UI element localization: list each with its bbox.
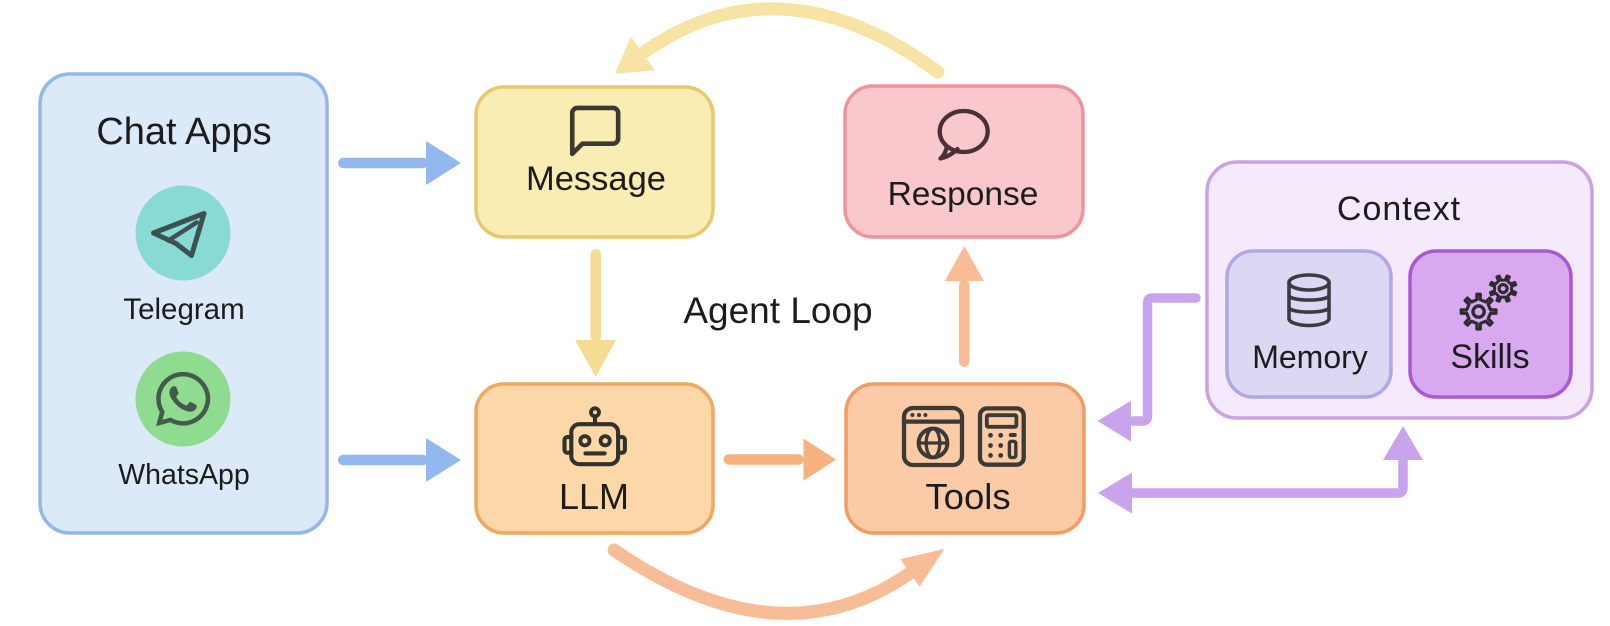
svg-text:Message: Message	[526, 160, 666, 198]
svg-text:Telegram: Telegram	[123, 293, 244, 326]
svg-text:Chat Apps: Chat Apps	[96, 111, 271, 153]
svg-text:Context: Context	[1337, 190, 1461, 228]
svg-text:Response: Response	[888, 176, 1039, 213]
svg-text:Skills: Skills	[1450, 338, 1529, 376]
svg-text:Memory: Memory	[1252, 339, 1368, 375]
svg-text:Agent Loop: Agent Loop	[683, 290, 872, 331]
svg-text:Tools: Tools	[925, 476, 1010, 517]
svg-text:WhatsApp: WhatsApp	[118, 459, 249, 491]
svg-text:LLM: LLM	[559, 476, 629, 517]
